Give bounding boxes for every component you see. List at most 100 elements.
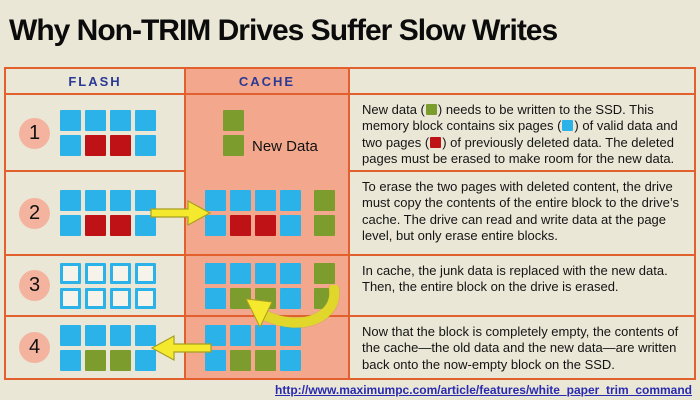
page-title: Why Non-TRIM Drives Suffer Slow Writes [9, 14, 558, 47]
blue-page-block [85, 110, 106, 132]
blue-page-block [205, 215, 226, 236]
row-number-badge: 4 [19, 332, 50, 363]
cache-cell [186, 256, 350, 329]
blue-page-block [280, 215, 301, 236]
blue-page-block [230, 262, 251, 284]
flash-cell: 2 [6, 172, 186, 254]
flash-block-grid [60, 110, 156, 157]
table-row: 3 In cache, the junk data is replaced wi… [6, 256, 694, 329]
cache-cell: New Data [186, 95, 350, 172]
blue-page-block [135, 190, 156, 211]
copy-to-cache-right-arrow-icon [150, 199, 212, 227]
blue-page-block [280, 287, 301, 309]
blue-page-block [110, 190, 131, 211]
blue-page-block [110, 324, 131, 346]
empty-page-block [135, 262, 156, 284]
empty-page-block [110, 287, 131, 309]
empty-header-cell [350, 69, 694, 93]
red-square-icon [430, 136, 442, 148]
blue-page-block [205, 287, 226, 309]
flash-column-header: FLASH [6, 69, 186, 93]
blue-page-block [205, 349, 226, 371]
blue-page-block [205, 324, 226, 346]
table-row: 2 To erase the two pages with deleted co… [6, 172, 694, 256]
blue-page-block [135, 324, 156, 346]
blue-page-block [60, 324, 81, 346]
flash-block-grid [60, 190, 156, 236]
flash-block-grid [60, 262, 156, 309]
red-page-block [110, 135, 131, 157]
row-description: Now that the block is completely empty, … [362, 324, 679, 372]
new-data-stack [223, 110, 244, 157]
blue-page-block [85, 324, 106, 346]
header-row: FLASH CACHE [6, 69, 694, 95]
empty-page-block [85, 287, 106, 309]
table-row: 4 Now that the block is completely empty… [6, 317, 694, 378]
green-page-block [230, 287, 251, 309]
source-link[interactable]: http://www.maximumpc.com/article/feature… [275, 383, 692, 397]
blue-page-block [110, 110, 131, 132]
blue-page-block [205, 190, 226, 211]
cache-block-grid [205, 190, 301, 236]
blue-page-block [255, 262, 276, 284]
blue-page-block [60, 215, 81, 236]
red-page-block [255, 215, 276, 236]
green-page-block [110, 349, 131, 371]
blue-page-block [60, 135, 81, 157]
row-description: New data () needs to be written to the S… [362, 102, 678, 167]
row-number-badge: 2 [19, 197, 50, 229]
green-page-block [314, 190, 335, 211]
flash-cell: 4 [6, 317, 186, 378]
blue-page-block [135, 110, 156, 132]
blue-page-block [60, 349, 81, 371]
cache-column-header: CACHE [186, 69, 350, 93]
cache-cell [186, 317, 350, 378]
red-page-block [230, 215, 251, 236]
blue-page-block [135, 135, 156, 157]
red-page-block [85, 135, 106, 157]
table-row: 1 New Data New data () needs to be writt… [6, 95, 694, 172]
flash-cell: 3 [6, 256, 186, 315]
cache-block-grid [205, 324, 301, 371]
green-page-block [255, 349, 276, 371]
explanation-table: FLASH CACHE 1 New Data New data () needs… [4, 67, 696, 380]
cache-block-grid [205, 262, 301, 309]
new-data-label: New Data [252, 138, 318, 156]
blue-page-block [135, 215, 156, 236]
row-description: To erase the two pages with deleted cont… [362, 179, 679, 244]
red-page-block [85, 215, 106, 236]
blue-square-icon [562, 120, 574, 132]
cache-cell [186, 172, 350, 254]
write-back-left-arrow-icon [150, 334, 212, 361]
blue-page-block [255, 324, 276, 346]
blue-page-block [280, 262, 301, 284]
blue-page-block [60, 110, 81, 132]
replace-junk-curved-arrow-icon [245, 285, 340, 329]
green-square-icon [425, 104, 437, 115]
row-number-badge: 1 [19, 117, 50, 149]
row-description: In cache, the junk data is replaced with… [362, 263, 668, 295]
empty-page-block [135, 287, 156, 309]
green-page-block [85, 349, 106, 371]
blue-page-block [280, 324, 301, 346]
empty-page-block [60, 287, 81, 309]
green-page-block [223, 135, 244, 157]
green-page-block [314, 215, 335, 236]
green-page-block [230, 349, 251, 371]
blue-page-block [230, 324, 251, 346]
green-page-block [314, 262, 335, 284]
blue-page-block [230, 190, 251, 211]
row-number-badge: 3 [19, 270, 50, 301]
blue-page-block [135, 349, 156, 371]
empty-page-block [60, 262, 81, 284]
empty-page-block [110, 262, 131, 284]
new-data-stack [314, 190, 335, 236]
blue-page-block [205, 262, 226, 284]
source-link-bar: http://www.maximumpc.com/article/feature… [0, 380, 700, 400]
blue-page-block [85, 190, 106, 211]
empty-page-block [85, 262, 106, 284]
blue-page-block [255, 190, 276, 211]
green-page-block [223, 110, 244, 132]
flash-cell: 1 [6, 95, 186, 172]
blue-page-block [60, 190, 81, 211]
